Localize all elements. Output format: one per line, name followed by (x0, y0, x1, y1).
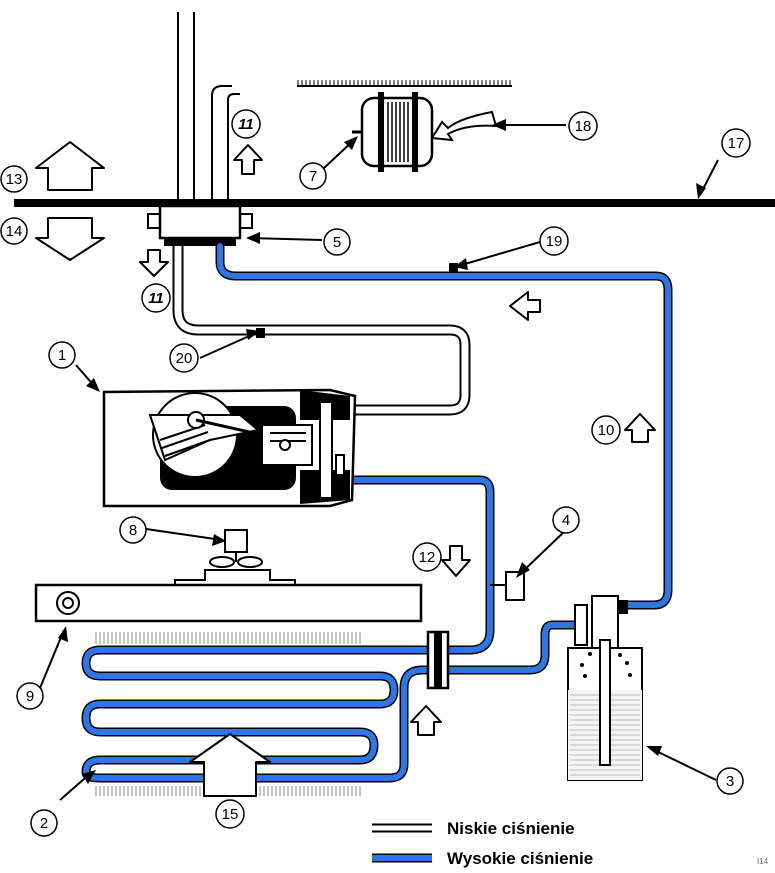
duct-hatching (297, 80, 512, 87)
low-pressure-line (172, 246, 471, 416)
callout-19: 19 (539, 226, 569, 256)
suction-pipes-upper (177, 12, 240, 210)
fan-shroud (34, 583, 423, 623)
svg-text:5: 5 (333, 234, 341, 251)
svg-text:1: 1 (58, 347, 66, 364)
legend-low-pressure-label: Niskie ciśnienie (447, 819, 575, 838)
svg-text:4: 4 (562, 512, 570, 529)
callout-9: 9 (16, 682, 44, 710)
compressor (102, 388, 357, 508)
sensor-20 (256, 328, 265, 338)
svg-text:9: 9 (26, 688, 34, 705)
legend-high-pressure-label: Wysokie ciśnienie (447, 849, 593, 868)
flow-arrows (35, 141, 656, 797)
callout-17: 17 (721, 128, 751, 158)
svg-text:17: 17 (728, 135, 745, 152)
legend: Niskie ciśnienie Wysokie ciśnienie (372, 819, 593, 868)
svg-text:10: 10 (598, 422, 615, 439)
callout-13: 13 (0, 165, 28, 193)
corner-code: I14 (757, 857, 769, 866)
svg-text:18: 18 (575, 118, 592, 135)
svg-text:14: 14 (6, 223, 23, 240)
flow-marker-11-lower: 11 (141, 283, 171, 313)
svg-text:7: 7 (309, 168, 317, 185)
condenser-fins (95, 632, 361, 796)
callout-7: 7 (299, 162, 327, 190)
blower (352, 92, 434, 172)
svg-text:20: 20 (176, 350, 193, 367)
flow-marker-11-upper: 11 (231, 109, 261, 139)
callout-3: 3 (716, 767, 744, 795)
callout-12: 12 (412, 542, 442, 572)
receiver-drier (567, 595, 643, 781)
svg-text:11: 11 (238, 116, 254, 133)
sensor-19 (449, 263, 458, 273)
callout-8: 8 (119, 516, 147, 544)
airflow-curved-arrow (430, 110, 498, 142)
filter-drier (426, 630, 450, 690)
callout-18: 18 (568, 111, 598, 141)
svg-text:15: 15 (222, 806, 239, 823)
high-pressure-line (81, 241, 673, 783)
callout-14: 14 (0, 217, 28, 245)
svg-text:12: 12 (419, 549, 436, 566)
leader-arrowheads (58, 119, 706, 784)
pressure-switch (490, 571, 525, 601)
callout-15: 15 (215, 799, 245, 829)
callout-4: 4 (552, 506, 580, 534)
svg-text:13: 13 (6, 171, 23, 188)
callout-10: 10 (591, 415, 621, 445)
svg-text:2: 2 (40, 815, 48, 832)
callout-20: 20 (169, 343, 199, 373)
expansion-valve-block (147, 204, 253, 246)
callout-5: 5 (323, 228, 351, 256)
svg-text:11: 11 (148, 290, 164, 307)
bulkhead-plate (14, 199, 775, 207)
svg-text:19: 19 (546, 233, 563, 250)
callout-2: 2 (30, 809, 58, 837)
callout-1: 1 (48, 341, 76, 369)
fan-assembly (174, 529, 296, 587)
svg-text:8: 8 (129, 522, 137, 539)
svg-text:3: 3 (726, 773, 734, 790)
